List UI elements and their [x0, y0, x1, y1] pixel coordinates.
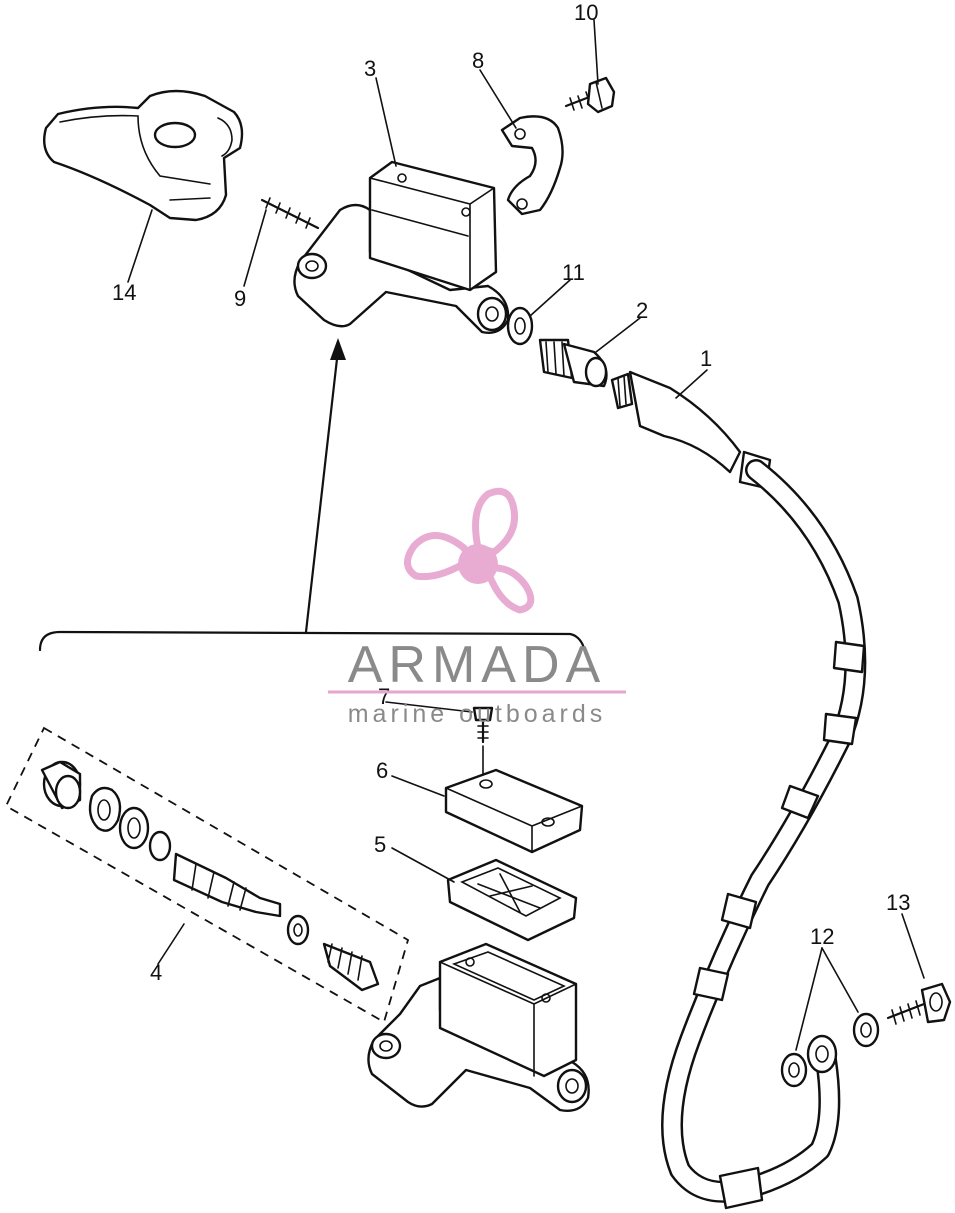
part-9-screw [260, 197, 320, 230]
callout-3: 3 [364, 56, 376, 81]
callout-5: 5 [374, 832, 386, 857]
part-11-washer [506, 306, 534, 346]
watermark-brand: ARMADA [348, 636, 606, 694]
callout-14: 14 [112, 280, 136, 305]
callout-12: 12 [810, 924, 834, 949]
part-13-bolt [886, 982, 952, 1025]
part-14-cover [43, 89, 244, 222]
callout-6: 6 [376, 758, 388, 783]
part-2-fitting [538, 338, 608, 388]
part-3-master-cylinder [293, 160, 510, 334]
callout-labels: 1 2 3 4 5 6 7 8 9 10 11 12 13 14 [112, 0, 910, 985]
callout-13: 13 [886, 890, 910, 915]
watermark: ARMADA marine outboards [328, 487, 626, 728]
callout-2: 2 [636, 298, 648, 323]
callout-9: 9 [234, 286, 246, 311]
part-8-clamp [500, 115, 564, 216]
part-6-cap [444, 768, 584, 854]
part-7-screw [472, 706, 494, 783]
master-cylinder-body-detail [367, 942, 590, 1112]
detail-pointer [38, 338, 586, 652]
leader-lines [127, 19, 925, 1051]
watermark-tagline: marine outboards [348, 700, 607, 728]
callout-4: 4 [150, 960, 162, 985]
part-10-bolt [564, 76, 616, 114]
callout-7: 7 [378, 684, 390, 709]
part-4-piston-kit [4, 726, 410, 1024]
callout-8: 8 [472, 48, 484, 73]
part-1-hose [610, 370, 867, 1210]
part-12-washers [780, 1012, 880, 1088]
callout-1: 1 [700, 346, 712, 371]
callout-10: 10 [574, 0, 598, 25]
part-5-diaphragm [446, 858, 578, 942]
callout-11: 11 [562, 260, 585, 285]
propeller-icon [404, 487, 535, 614]
